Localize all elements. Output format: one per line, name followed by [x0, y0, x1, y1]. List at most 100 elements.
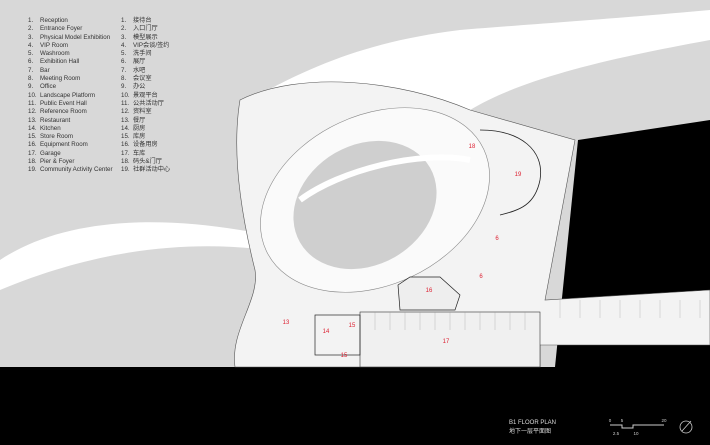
legend-number: 9.: [121, 83, 127, 91]
legend-label: Store Room: [40, 133, 74, 141]
legend-label: 码头&门厅: [133, 158, 162, 166]
legend-number: 5.: [28, 50, 34, 58]
room-label: 14: [323, 329, 330, 335]
plan-title: B1 FLOOR PLAN 地下一层平面图: [509, 419, 556, 437]
scale-tick: 20: [661, 418, 667, 423]
legend-number: 9.: [28, 83, 34, 91]
scale-tick: 10: [633, 431, 639, 436]
road-band: [0, 222, 300, 290]
legend-label: 景观平台: [133, 91, 158, 99]
legend-item: 9. Office: [28, 83, 113, 91]
legend-item: 7.水吧: [121, 67, 170, 75]
legend-item: 19.Community Activity Center: [28, 166, 113, 174]
legend-label: 洗手间: [133, 50, 152, 58]
legend-item: 13.餐厅: [121, 117, 170, 125]
legend-number: 11.: [121, 99, 130, 107]
legend-number: 15.: [121, 133, 130, 141]
room-label: 15: [341, 353, 348, 359]
bridge: [298, 154, 471, 203]
legend-number: 13.: [28, 116, 37, 124]
scale-tick: 0: [609, 418, 612, 423]
legend-item: 2. 入口门厅: [121, 25, 170, 33]
legend-number: 8.: [121, 75, 127, 83]
room-label: 16: [426, 288, 433, 294]
legend-number: 2.: [121, 25, 127, 33]
room-label: 19: [515, 172, 522, 178]
legend-number: 8.: [28, 75, 34, 83]
legend-number: 17.: [121, 149, 130, 157]
legend-item: 16.设备用房: [121, 141, 170, 149]
community-wall: [479, 129, 542, 216]
legend-number: 7.: [28, 66, 34, 74]
legend-number: 15.: [28, 133, 37, 141]
legend-number: 17.: [28, 149, 37, 157]
legend-label: Kitchen: [40, 124, 61, 132]
legend-label: Bar: [40, 66, 50, 74]
legend-item: 4.VIP Room: [28, 42, 113, 50]
legend-item: 13.Restaurant: [28, 117, 113, 125]
legend-number: 11.: [28, 99, 37, 107]
legend-item: 1. Reception: [28, 17, 113, 25]
legend-label: 模型展示: [133, 33, 158, 41]
legend-number: 12.: [28, 108, 37, 116]
legend-number: 4.: [121, 41, 127, 49]
scale-tick: 2.5: [613, 431, 620, 436]
legend-label: Community Activity Center: [40, 166, 113, 174]
legend-label: 水吧: [133, 66, 146, 74]
legend-item: 10.Landscape Platform: [28, 92, 113, 100]
legend-label: 公共活动厅: [133, 99, 164, 107]
legend-item: 16.Equipment Room: [28, 141, 113, 149]
legend-item: 15.Store Room: [28, 133, 113, 141]
legend-label: 餐厅: [133, 116, 146, 124]
legend-item: 3.模型展示: [121, 34, 170, 42]
room-label: 13: [283, 320, 290, 326]
kitchen-walls: [314, 314, 361, 356]
legend-item: 9. 办公: [121, 83, 170, 91]
legend-number: 19.: [121, 166, 130, 174]
legend-label: Reception: [40, 17, 68, 24]
legend-label: Equipment Room: [40, 141, 88, 149]
legend-label: 设备用房: [133, 141, 158, 149]
legend-label: Office: [40, 83, 57, 91]
legend-number: 1.: [121, 17, 127, 24]
legend-item: 4. VIP会谈/签约: [121, 42, 170, 50]
legend-label: 接待台: [133, 17, 152, 24]
legend-item: 5. Washroom: [28, 50, 113, 58]
legend-label: Reference Room: [40, 108, 87, 116]
legend-item: 18.Pier & Foyer: [28, 158, 113, 166]
legend-item: 17.Garage: [28, 150, 113, 158]
legend-number: 14.: [28, 124, 37, 132]
legend-item: 15.库房: [121, 133, 170, 141]
legend-item: 14.Kitchen: [28, 125, 113, 133]
room-label: 15: [349, 323, 356, 329]
legend-item: 10.景观平台: [121, 92, 170, 100]
legend-item: 11.公共活动厅: [121, 100, 170, 108]
legend-label: VIP会谈/签约: [133, 41, 170, 49]
legend-item: 12.资料室: [121, 108, 170, 116]
legend-label: 库房: [133, 133, 146, 141]
legend-number: 18.: [121, 158, 130, 166]
legend-label: 入口门厅: [133, 25, 158, 33]
legend-number: 1.: [28, 17, 34, 24]
legend-item: 12.Reference Room: [28, 108, 113, 116]
legend-number: 10.: [28, 91, 37, 99]
legend-item: 11.Public Event Hall: [28, 100, 113, 108]
room-label: 6: [479, 274, 483, 280]
legend-label: Pier & Foyer: [40, 158, 75, 166]
legend-label: Washroom: [40, 50, 70, 58]
legend-label: 办公: [133, 83, 146, 91]
legend-item: 7. Bar: [28, 67, 113, 75]
legend-number: 19.: [28, 166, 37, 174]
legend-label: Landscape Platform: [40, 91, 96, 99]
legend-item: 8.Meeting Room: [28, 75, 113, 83]
central-void: [293, 140, 437, 270]
legend-label: Public Event Hall: [40, 99, 87, 107]
legend-number: 5.: [121, 50, 127, 58]
legend-number: 3.: [28, 33, 34, 41]
legend-label: Physical Model Exhibition: [40, 33, 111, 41]
legend-label: 厨房: [133, 124, 146, 132]
legend-item: 8.会议室: [121, 75, 170, 83]
